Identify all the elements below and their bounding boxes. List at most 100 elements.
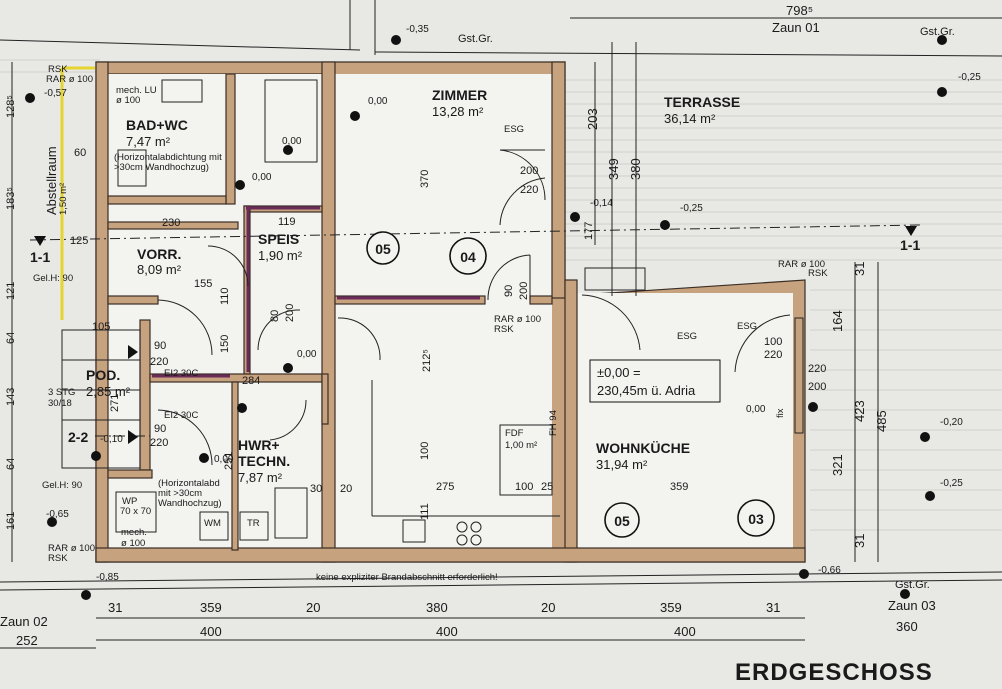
esg-label: ESG	[737, 321, 757, 332]
kitchen-sink	[402, 519, 426, 543]
dimension-value: 423	[852, 400, 867, 422]
room-area: 8,09 m²	[137, 262, 182, 277]
annotation-labels: Gst.Gr. Gst.Gr. Gst.Gr. Zaun 01 Zaun 02 …	[0, 20, 955, 686]
room-area: 1,00 m²	[505, 440, 537, 451]
section-lines	[29, 224, 921, 444]
dimension-value: 90	[154, 340, 166, 352]
dimension-value: 798⁵	[786, 3, 813, 18]
shower-tray	[264, 79, 318, 163]
room-area: 2,85 m²	[86, 384, 131, 399]
rar-label: RAR ø 100	[46, 74, 93, 85]
vent-label: mech. LU	[116, 85, 157, 96]
level-values: 0,00 -0,35 -0,25 -0,57 -0,14 -0,10 -0,65…	[44, 24, 981, 583]
room-labels: BAD+WC 7,47 m² (Horizontalabdichtung mit…	[44, 87, 740, 509]
dimension-value: 360	[896, 619, 918, 634]
fixtures	[61, 79, 804, 546]
level-point-icon	[25, 93, 35, 103]
dimension-value: 370	[419, 170, 431, 188]
level-point-icon	[283, 363, 293, 373]
section-arrow-icon	[128, 345, 138, 359]
dimension-value: 31	[852, 262, 867, 276]
window-frame	[794, 317, 804, 434]
room-area: 13,28 m²	[432, 104, 484, 119]
interior-walls	[107, 73, 553, 551]
dimension-value: 200	[284, 304, 296, 322]
dimension-value: 105	[92, 321, 110, 333]
esg-label: ESG	[504, 124, 524, 135]
dimension-value: 100	[764, 336, 782, 348]
section-label: 1-1	[30, 249, 50, 265]
rsk-label: RSK	[808, 268, 828, 279]
level-point-icon	[900, 589, 910, 599]
esg-label: ESG	[677, 331, 697, 342]
dimension-value: 31	[852, 534, 867, 548]
room-note: mit >30cm	[158, 488, 202, 499]
fdf-shaft	[499, 424, 553, 496]
room-name: HWR+	[238, 437, 280, 453]
level-point-icon	[570, 212, 580, 222]
level-value: -0,14	[590, 198, 613, 209]
dimension-value: 400	[436, 624, 458, 639]
level-value: -0,85	[96, 572, 119, 583]
fire-note: keine expliziter Brandabschnitt erforder…	[316, 572, 498, 583]
level-point-icon	[350, 111, 360, 121]
level-value: -0,66	[818, 565, 841, 576]
boundary-label: Gst.Gr.	[895, 579, 930, 591]
dimension-value: 100	[515, 481, 533, 493]
dimension-value: 203	[585, 108, 600, 130]
door-swings	[157, 149, 791, 466]
level-value: -0,10	[100, 434, 123, 445]
dimension-value: 121	[5, 282, 17, 300]
room-name: FDF	[505, 428, 524, 439]
elevation-line2: 230,45m ü. Adria	[597, 383, 696, 398]
dimension-value: 400	[200, 624, 222, 639]
axis-marker-05	[604, 502, 640, 538]
dimension-value: 275	[436, 481, 454, 493]
level-value: -0,65	[46, 509, 69, 520]
elevation-line1: ±0,00 =	[597, 365, 641, 380]
section-label: 1-1	[900, 237, 920, 253]
terrace-hatch	[0, 59, 1002, 531]
axis-marker-label: 05	[614, 513, 630, 529]
axis-markers: 05 04 05 03	[366, 231, 775, 538]
room-area: 1,90 m²	[258, 248, 303, 263]
window-frame	[584, 267, 646, 291]
fire-door-label: EI2 30C	[164, 368, 198, 379]
level-point-icon	[235, 180, 245, 190]
level-value: 0,00	[746, 404, 766, 415]
level-point-icon	[91, 451, 101, 461]
room-area: 1,50 m²	[58, 183, 69, 215]
dimension-value: 359	[660, 600, 682, 615]
toilet	[117, 149, 147, 187]
room-area: 31,94 m²	[596, 457, 648, 472]
level-point-icon	[47, 517, 57, 527]
stair-size: 30/18	[48, 398, 72, 409]
dimension-value: 220	[150, 356, 168, 368]
dimension-value: 200	[808, 381, 826, 393]
fix-label: fix	[775, 408, 786, 418]
dimension-value: 25	[541, 481, 553, 493]
level-value: 0,00	[297, 349, 317, 360]
dimension-value: 111	[419, 503, 431, 520]
level-value: 0,00	[282, 136, 302, 147]
dimension-value: 271	[109, 394, 121, 412]
level-point-icon	[81, 590, 91, 600]
section-arrow-icon	[128, 430, 138, 444]
section-label: 2-2	[68, 429, 88, 445]
room-note: Wandhochzug)	[158, 498, 222, 509]
dimension-value: 252	[16, 633, 38, 648]
dimension-value: 220	[764, 349, 782, 361]
dimension-value: 380	[426, 600, 448, 615]
fence-label: Zaun 02	[0, 614, 48, 629]
room-note: (Horizontalabd	[158, 478, 220, 489]
dimension-value: 485	[874, 410, 889, 432]
room-area: 7,47 m²	[126, 134, 171, 149]
vent-label: ø 100	[121, 538, 145, 549]
dimension-value: 220	[808, 363, 826, 375]
dimension-values: 31 359 20 380 20 359 31 400 400 400 252 …	[5, 3, 918, 648]
washing-machine	[199, 511, 229, 541]
dimension-value: 100	[419, 442, 431, 460]
dimension-value: 251	[223, 452, 235, 470]
level-value: 0,00	[214, 454, 234, 465]
